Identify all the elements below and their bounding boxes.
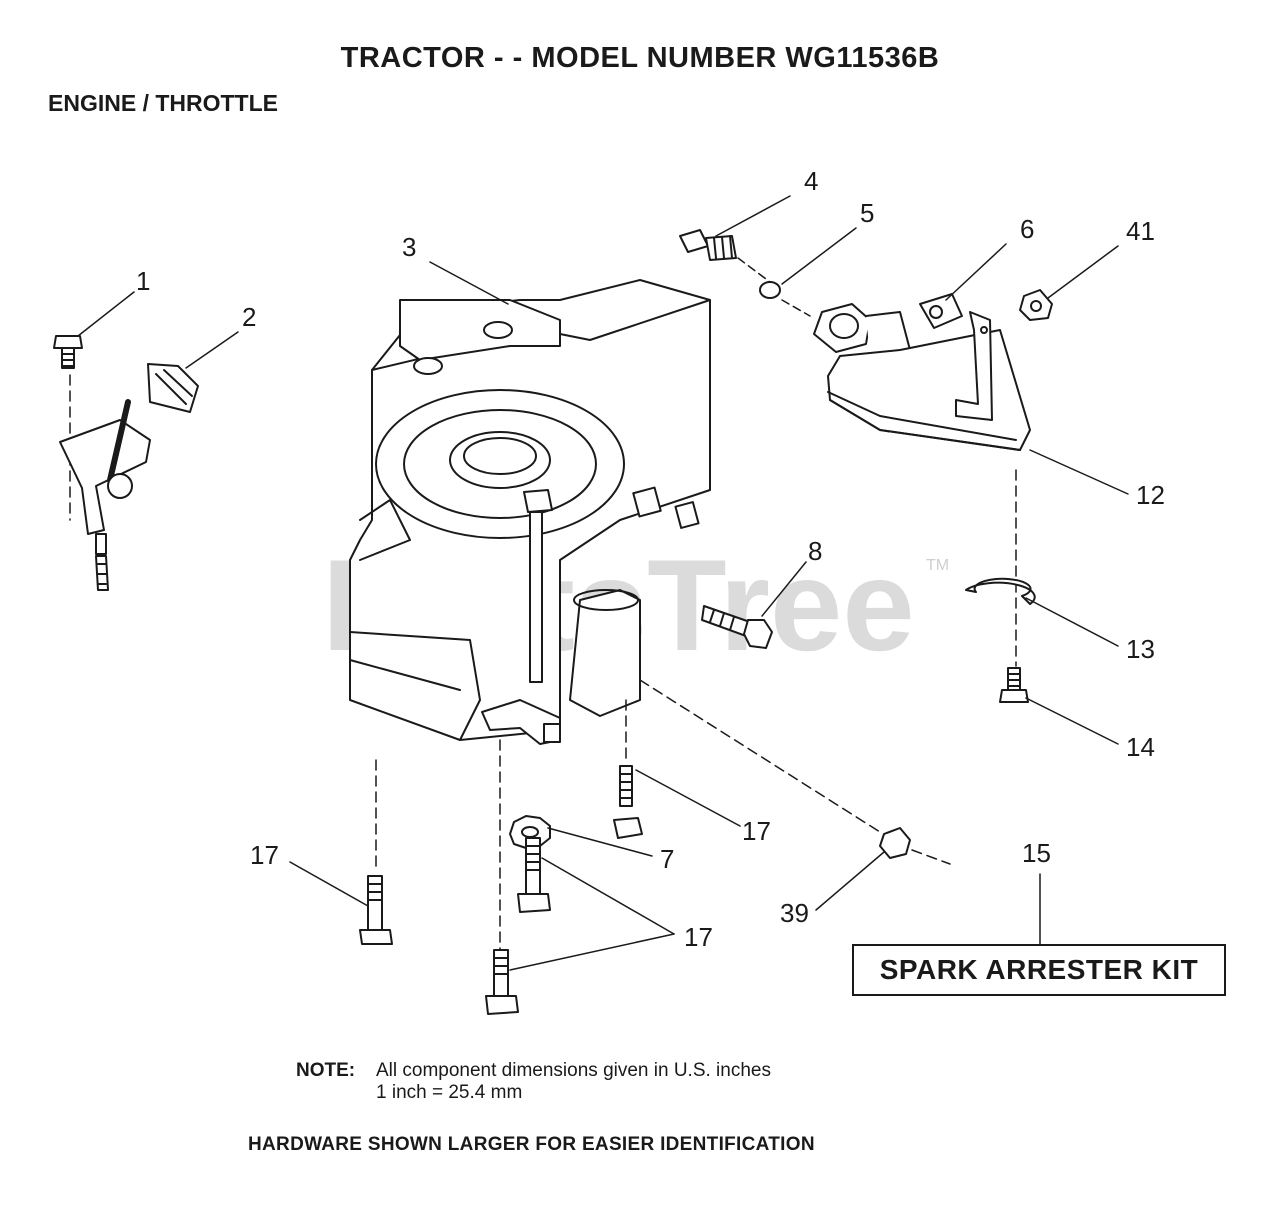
part-13-screen[interactable] — [965, 577, 1036, 605]
part-1-bolt[interactable] — [53, 335, 83, 369]
part-5-washer[interactable] — [759, 281, 781, 299]
callout-17-upper[interactable]: 17 — [742, 816, 771, 846]
callout-3[interactable]: 3 — [402, 232, 416, 262]
callout-13[interactable]: 13 — [1126, 634, 1155, 664]
callout-2[interactable]: 2 — [242, 302, 256, 332]
callout-4[interactable]: 4 — [804, 166, 818, 196]
assembly-lines — [375, 679, 951, 951]
part-14-screw[interactable] — [999, 667, 1029, 703]
watermark-tm: TM — [926, 557, 949, 574]
callout-15[interactable]: 15 — [1022, 838, 1051, 868]
callout-12[interactable]: 12 — [1136, 480, 1165, 510]
callout-labels: 1 2 3 4 5 6 41 12 8 13 14 17 7 17 15 39 … — [136, 166, 1165, 952]
part-4-axis — [737, 257, 771, 283]
part-4-bolt[interactable] — [679, 229, 737, 261]
part-17-bolt-upper[interactable] — [613, 765, 643, 839]
footer-note: HARDWARE SHOWN LARGER FOR EASIER IDENTIF… — [248, 1134, 815, 1155]
spark-arrester-kit-box[interactable]: SPARK ARRESTER KIT — [852, 944, 1226, 996]
part-5-axis — [781, 299, 811, 317]
section-title: ENGINE / THROTTLE — [48, 90, 278, 116]
page-title: TRACTOR - - MODEL NUMBER WG11536B — [340, 42, 940, 74]
callout-1[interactable]: 1 — [136, 266, 150, 296]
note-label: NOTE: — [296, 1060, 356, 1081]
part-8-bolt[interactable] — [701, 605, 773, 649]
callout-5[interactable]: 5 — [860, 198, 874, 228]
callout-7[interactable]: 7 — [660, 844, 674, 874]
callout-41[interactable]: 41 — [1126, 216, 1155, 246]
part-17-bolt-low[interactable] — [485, 949, 519, 1015]
part-17-bolt-left[interactable] — [359, 875, 393, 945]
note-text-line2: 1 inch = 25.4 mm — [376, 1082, 523, 1103]
part-41-nut[interactable] — [1019, 289, 1053, 321]
callout-17-lower[interactable]: 17 — [684, 922, 713, 952]
leader-lines — [77, 195, 1129, 971]
part-17-bolt-mid[interactable] — [517, 837, 551, 913]
note-text-line1: All component dimensions given in U.S. i… — [376, 1060, 771, 1081]
callout-6[interactable]: 6 — [1020, 214, 1034, 244]
part-6-gasket[interactable] — [919, 293, 963, 329]
callout-39[interactable]: 39 — [780, 898, 809, 928]
part-2-throttle-control[interactable] — [59, 363, 199, 591]
callout-14[interactable]: 14 — [1126, 732, 1155, 762]
callout-8[interactable]: 8 — [808, 536, 822, 566]
part-39-nut[interactable] — [879, 827, 911, 859]
part-12-muffler[interactable] — [813, 303, 1031, 451]
callout-17-left[interactable]: 17 — [250, 840, 279, 870]
part-3-engine[interactable] — [349, 279, 711, 745]
